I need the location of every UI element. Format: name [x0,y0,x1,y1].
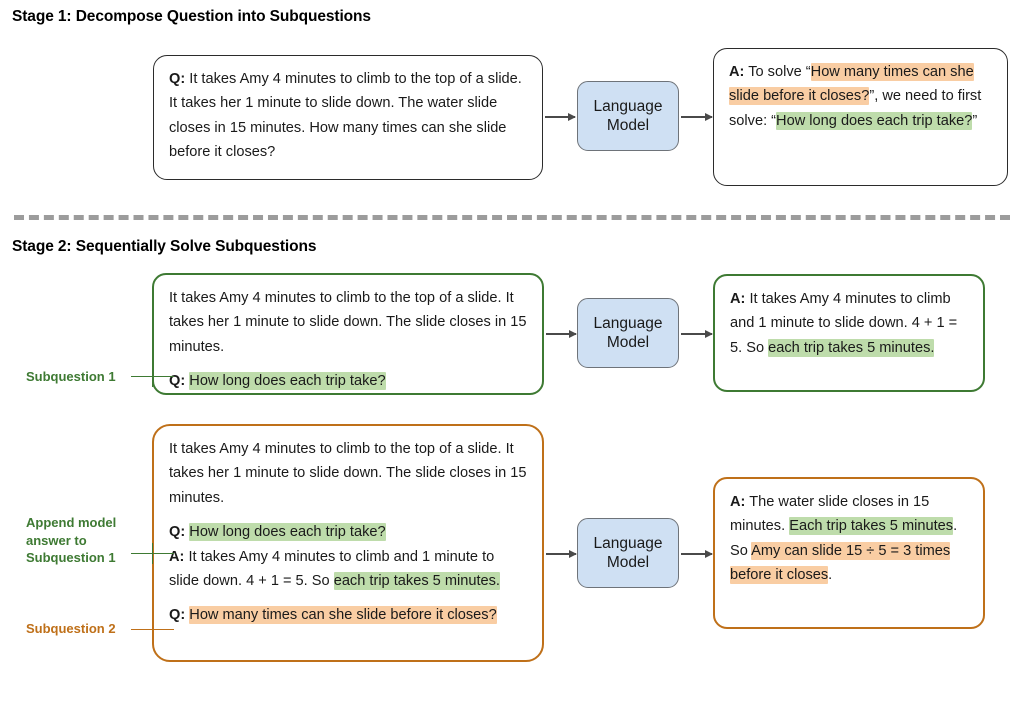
language-model-label: Language Model [593,535,663,571]
spacer [169,593,528,603]
row1-q-label: Q: [169,373,186,390]
highlight-orange-final-result: Amy can slide 15 ÷ 5 = 3 times before it… [730,541,951,585]
language-model-node-2: Language Model [577,298,679,368]
row2-answer-prefix: The water slide closes in 15 minutes. [730,494,930,535]
language-model-label: Language Model [593,98,663,134]
stage-divider [14,215,1010,220]
language-model-label: Language Model [593,315,663,351]
highlight-green-row1-answer: each trip takes 5 minutes. [768,338,935,357]
language-model-node-1: Language Model [577,81,679,151]
question-label: Q: [169,71,186,87]
spacer [169,359,528,369]
question-body: It takes Amy 4 minutes to climb to the t… [169,71,522,161]
row2-q2-label: Q: [169,607,186,624]
row1-a-label: A: [730,291,746,307]
language-model-node-3: Language Model [577,518,679,588]
answer-middle: ”, we need to first solve: “ [729,88,982,129]
subquestion-1-label: Subquestion 1 [26,369,116,384]
highlight-green-row2-question1: How long does each trip take? [189,523,386,542]
row2-context: It takes Amy 4 minutes to climb to the t… [169,441,527,506]
arrow-model-to-answer-1 [681,113,713,120]
append-model-answer-label: Append model answer to Subquestion 1 [26,515,117,565]
stage-2-row1-prompt-box: It takes Amy 4 minutes to climb to the t… [152,273,544,395]
stage-2-row1-answer-box: A: It takes Amy 4 minutes to climb and 1… [713,274,985,392]
row2-answer-suffix: . [828,567,833,584]
stage-2-title: Stage 2: Sequentially Solve Subquestions [12,238,317,255]
spacer [169,510,528,520]
stage-1-question-text: Q: It takes Amy 4 minutes to climb to th… [169,67,528,165]
arrow-model-to-answer-3 [681,550,713,557]
row2-answer-1-line: A: It takes Amy 4 minutes to climb and 1… [169,545,528,594]
row1-context: It takes Amy 4 minutes to climb to the t… [169,290,527,355]
row2-a1-prefix: It takes Amy 4 minutes to climb and 1 mi… [169,548,495,590]
row2-answer-middle: . So [730,518,958,559]
subquestion-2-leader-tick [152,617,153,641]
arrow-model-to-answer-2 [681,330,713,337]
arrow-prompt-to-model-2 [546,330,577,337]
row2-subquestion-1-line: Q: How long does each trip take? [169,520,528,544]
stage-1-question-box: Q: It takes Amy 4 minutes to climb to th… [153,55,543,180]
row2-a1-label: A: [169,548,185,565]
stage-1-answer-text: A: To solve “How many times can she slid… [729,60,993,133]
stage-2-row2-prompt-box: It takes Amy 4 minutes to climb to the t… [152,424,544,662]
highlight-green-final-trip: Each trip takes 5 minutes [789,517,954,536]
highlight-orange-row2-question2: How many times can she slide before it c… [189,606,497,625]
row2-subquestion-2-line: Q: How many times can she slide before i… [169,603,528,627]
row2-q1-label: Q: [169,524,186,541]
row1-a-prefix: It takes Amy 4 minutes to climb and 1 mi… [730,291,958,356]
row1-answer-text: A: It takes Amy 4 minutes to climb and 1… [730,287,969,360]
row2-final-answer-text: A: The water slide closes in 15 minutes.… [730,490,969,588]
row2-answer-label: A: [730,494,746,510]
subquestion-2-label: Subquestion 2 [26,621,116,636]
stage-2-row2-answer-box: A: The water slide closes in 15 minutes.… [713,477,985,629]
append-leader-tick [152,543,153,564]
answer-suffix: ” [972,112,978,129]
highlight-green-row2-answer1: each trip takes 5 minutes. [333,572,500,591]
answer-prefix: To solve “ [744,64,811,80]
arrow-prompt-to-model-3 [546,550,577,557]
stage-1-answer-box: A: To solve “How many times can she slid… [713,48,1008,186]
stage-1-title: Stage 1: Decompose Question into Subques… [12,8,371,25]
highlight-green-row1-question: How long does each trip take? [189,372,386,391]
highlight-green-subquestion-1: How long does each trip take? [776,111,973,130]
subquestion-1-leader-tick [152,366,153,387]
answer-label: A: [729,64,745,80]
arrow-question-to-model-1 [545,113,576,120]
row1-subquestion-line: Q: How long does each trip take? [169,369,528,393]
